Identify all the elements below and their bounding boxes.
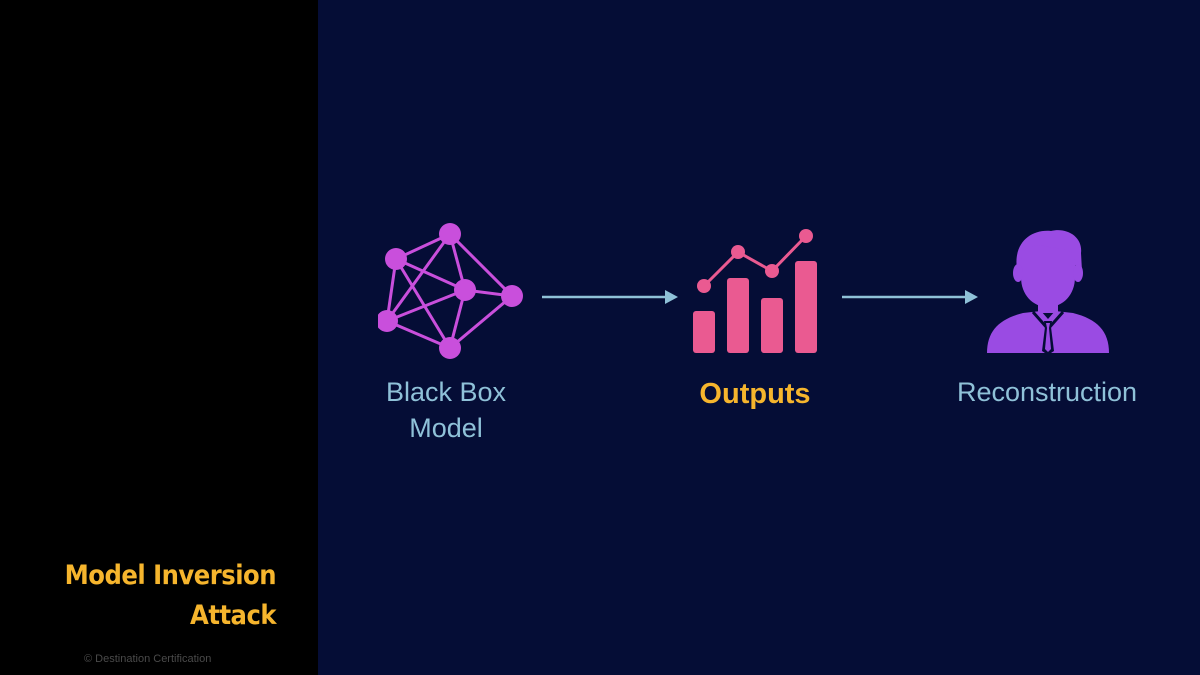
node-label-line: Model xyxy=(409,413,483,443)
arrow-model-to-outputs xyxy=(542,290,678,304)
node-label-reconstruction: Reconstruction xyxy=(931,374,1163,410)
arrow-outputs-to-reconstruction xyxy=(842,290,978,304)
slide-title-line2: Attack xyxy=(190,600,276,631)
neural-network-icon xyxy=(378,223,523,359)
node-label-line: Black Box xyxy=(385,377,507,407)
copyright-notice: © Destination Certification xyxy=(84,653,212,665)
node-label-black-box-model: Black Box Model xyxy=(346,374,546,446)
person-icon xyxy=(987,230,1109,355)
sidebar: Model Inversion Attack © Destination Cer… xyxy=(0,0,318,675)
slide-title: Model Inversion Attack xyxy=(16,556,277,636)
node-label-line: Reconstruction xyxy=(956,377,1138,407)
slide-title-line1: Model Inversion xyxy=(64,560,277,591)
diagram-area: Black Box Model Outputs xyxy=(318,0,1200,675)
node-label-line: Outputs xyxy=(699,378,811,410)
bar-chart-icon xyxy=(693,229,817,353)
node-label-outputs: Outputs xyxy=(655,376,855,412)
